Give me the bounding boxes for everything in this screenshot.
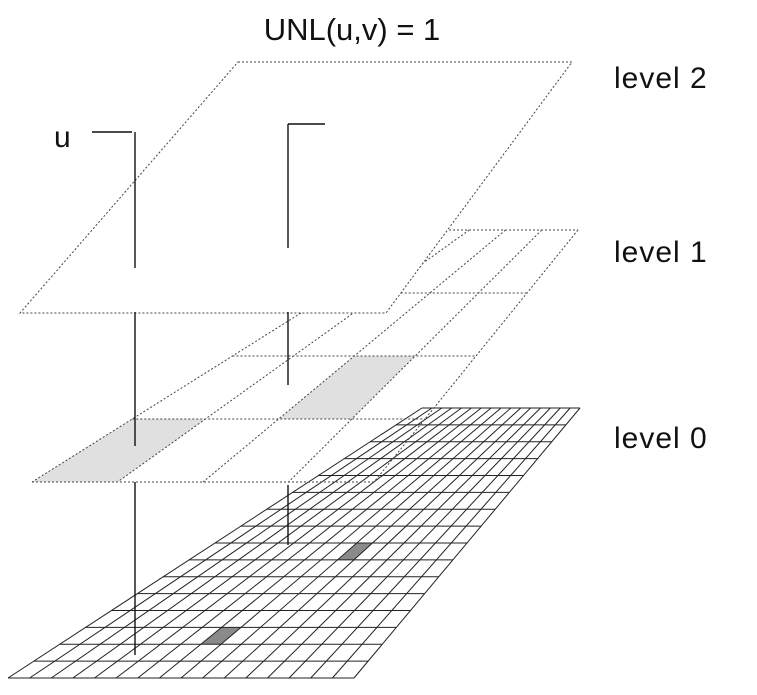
level-0-column-line [115,407,472,679]
level-0-column-line [50,407,443,679]
level-0-cell-u [200,627,241,645]
level-2-plane-sheet [18,61,573,314]
diagram-title: UNL(u,v) = 1 [264,12,441,47]
level-0-column-line [310,407,561,679]
level-0-grid [7,407,581,679]
level-0-column-line [29,407,433,679]
level-2-plane [18,61,573,314]
level-0-column-line [137,407,482,679]
level-0-column-line [331,407,571,679]
level-1-label: level 1 [614,236,708,269]
level-1-cell-v [278,356,416,419]
level-0-column-line [223,407,522,679]
level-0-cell-v [337,543,373,560]
level-1-column-line [202,229,506,483]
connector-lines [92,123,325,655]
level-0-column-line [202,407,512,679]
level-0-column-line [245,407,531,679]
level-0-column-line [288,407,551,679]
level-0-column-line [353,407,581,679]
level-0-column-line [180,407,502,679]
level-0-column-line [7,407,423,679]
level-0-column-line [159,407,492,679]
level-1-column-line [288,229,543,483]
level-0-column-line [72,407,452,679]
level-0-column-line [267,407,541,679]
level-0-column-line [94,407,462,679]
level-1-cell-u [32,419,206,482]
level-0-label: level 0 [614,422,708,455]
u-label: u [54,121,71,154]
level-2-label: level 2 [614,62,708,95]
level-1-column-line [31,229,434,483]
